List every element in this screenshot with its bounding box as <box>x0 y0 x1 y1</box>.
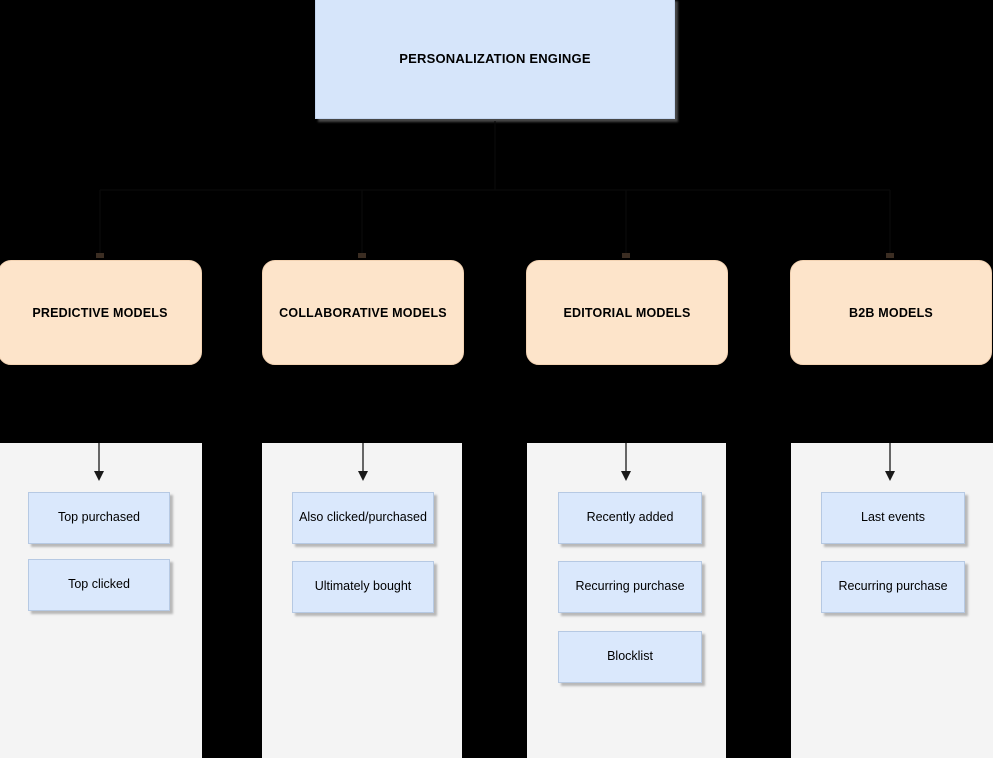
column-predictive: Top purchased Top clicked <box>0 443 202 758</box>
model-box-label: PREDICTIVE MODELS <box>32 305 168 320</box>
model-box-editorial[interactable]: EDITORIAL MODELS <box>526 260 728 365</box>
column-editorial: Recently added Recurring purchase Blockl… <box>527 443 726 758</box>
list-item-label: Top clicked <box>68 577 130 592</box>
list-item[interactable]: Recently added <box>558 492 702 544</box>
list-item-label: Top purchased <box>57 510 140 525</box>
list-item-label: Also clicked/purchased <box>299 510 427 525</box>
list-item[interactable]: Blocklist <box>558 631 702 683</box>
column-b2b: Last events Recurring purchase <box>791 443 993 758</box>
personalization-engine-label: PERSONALIZATION ENGINGE <box>399 51 591 66</box>
list-item[interactable]: Recurring purchase <box>821 561 965 613</box>
personalization-engine-box[interactable]: PERSONALIZATION ENGINGE <box>315 0 675 119</box>
list-item-label: Recurring purchase <box>838 579 948 594</box>
list-item-label: Blocklist <box>607 649 653 664</box>
model-box-b2b[interactable]: B2B MODELS <box>790 260 992 365</box>
list-item[interactable]: Top purchased <box>28 492 170 544</box>
list-item[interactable]: Top clicked <box>28 559 170 611</box>
list-item-label: Ultimately bought <box>314 579 412 594</box>
model-box-collaborative[interactable]: COLLABORATIVE MODELS <box>262 260 464 365</box>
model-box-predictive[interactable]: PREDICTIVE MODELS <box>0 260 202 365</box>
down-arrow-icon <box>92 443 106 483</box>
list-item-label: Recently added <box>586 510 674 525</box>
list-item[interactable]: Recurring purchase <box>558 561 702 613</box>
list-item[interactable]: Last events <box>821 492 965 544</box>
down-arrow-icon <box>883 443 897 483</box>
list-item-label: Recurring purchase <box>575 579 685 594</box>
list-item[interactable]: Ultimately bought <box>292 561 434 613</box>
down-arrow-icon <box>356 443 370 483</box>
list-item[interactable]: Also clicked/purchased <box>292 492 434 544</box>
column-collaborative: Also clicked/purchased Ultimately bought <box>262 443 462 758</box>
model-box-label: COLLABORATIVE MODELS <box>279 305 447 320</box>
list-item-label: Last events <box>861 510 925 525</box>
model-box-label: B2B MODELS <box>849 305 933 320</box>
model-box-label: EDITORIAL MODELS <box>563 305 691 320</box>
down-arrow-icon <box>619 443 633 483</box>
